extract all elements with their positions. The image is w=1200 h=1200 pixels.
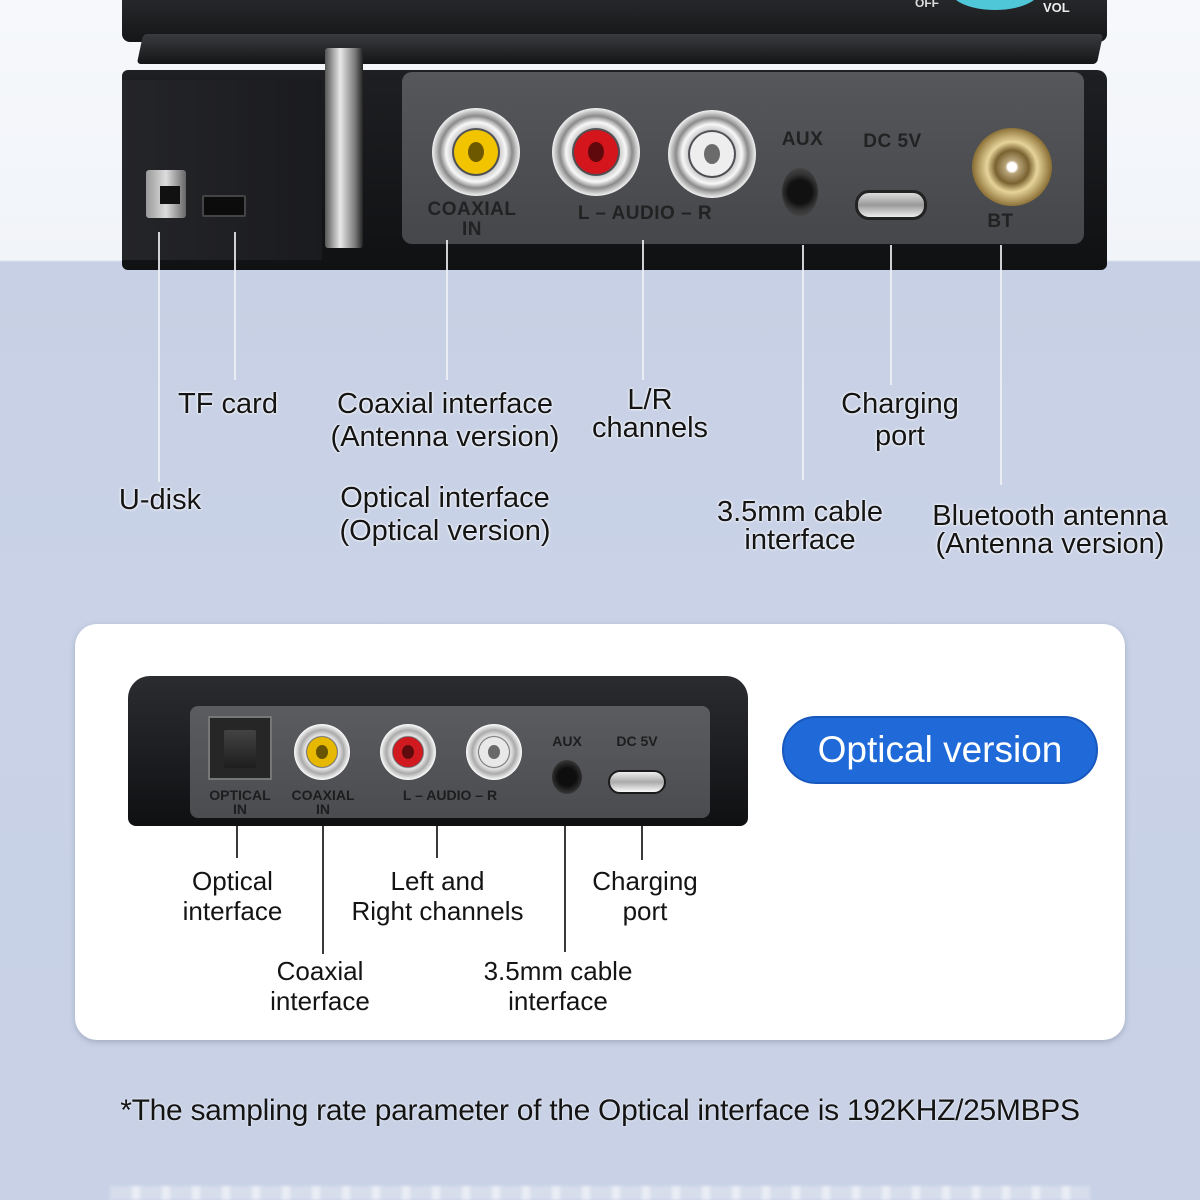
callout-optical: Optical interface (Optical version): [339, 482, 551, 547]
leader-line-optical: [236, 826, 238, 858]
coaxial-rca-port-icon: [432, 108, 520, 196]
bt-antenna-connector-icon: [972, 128, 1052, 206]
aux-port-label: AUX: [552, 733, 582, 749]
dc-port-label: DC 5V: [863, 131, 922, 152]
callout-left-right-channels: Left and Right channels: [351, 866, 524, 926]
leader-line-lr: [642, 240, 644, 380]
leader-line-dc: [641, 826, 643, 860]
callout-coaxial-interface: Coaxial interface: [270, 956, 370, 1016]
optical-device-rear-panel: [190, 706, 710, 818]
callout-tf-card: TF card: [178, 388, 278, 420]
usb-port-icon: [146, 170, 186, 218]
optical-in-port-label: OPTICAL IN: [209, 787, 271, 817]
aux-jack-icon: [782, 168, 818, 216]
sampling-rate-footnote: *The sampling rate parameter of the Opti…: [120, 1094, 1080, 1127]
coaxial-in-port-label: COAXIAL IN: [291, 787, 355, 817]
aux-port-label: AUX: [781, 129, 824, 150]
callout-u-disk: U-disk: [118, 484, 202, 516]
usb-c-port-icon: [855, 190, 927, 220]
vol-label: VOL: [1043, 0, 1070, 15]
callout-optical-interface: Optical interface: [182, 866, 283, 926]
leader-line-aux: [802, 245, 804, 480]
callout-charging-port: Charging port: [841, 388, 959, 452]
device-lid-rim: [136, 34, 1104, 64]
callout-cable-interface: 3.5mm cable interface: [716, 496, 883, 556]
leader-line-udisk: [158, 232, 160, 482]
callout-charging-port: Charging port: [592, 866, 698, 926]
coaxial-in-port-label: COAXIAL IN: [427, 199, 517, 240]
audio-port-label: L – AUDIO – R: [577, 203, 713, 224]
device-chrome-edge: [325, 48, 363, 248]
volume-knob: [950, 0, 1040, 10]
coaxial-rca-port-icon: [294, 724, 350, 780]
callout-bt-antenna: Bluetooth antenna (Antenna version): [932, 500, 1168, 560]
left-rca-port-icon: [552, 108, 640, 196]
leader-line-tf: [234, 232, 236, 380]
right-rca-port-icon: [668, 110, 756, 198]
leader-line-bt: [1000, 245, 1002, 485]
left-rca-port-icon: [380, 724, 436, 780]
dc-port-label: DC 5V: [616, 733, 658, 749]
right-rca-port-icon: [466, 724, 522, 780]
aux-jack-icon: [552, 760, 582, 794]
bt-port-label: BT: [987, 211, 1014, 232]
leader-line-lr: [436, 826, 438, 858]
tf-card-slot-icon: [202, 195, 246, 217]
optical-version-badge: Optical version: [782, 716, 1098, 784]
leader-line-coaxial: [322, 826, 324, 954]
optical-port-icon: [208, 716, 272, 780]
callout-coaxial: Coaxial interface (Antenna version): [330, 388, 560, 453]
audio-port-label: L – AUDIO – R: [402, 787, 498, 803]
leader-line-dc: [890, 245, 892, 385]
cropped-text-strip: [110, 1186, 1090, 1200]
usb-c-port-icon: [608, 770, 666, 794]
leader-line-coaxial: [446, 240, 448, 380]
leader-line-aux: [564, 826, 566, 952]
callout-lr-channels: L/R channels: [591, 384, 709, 444]
callout-cable-interface: 3.5mm cable interface: [483, 956, 633, 1016]
off-label: OFF: [915, 0, 939, 10]
